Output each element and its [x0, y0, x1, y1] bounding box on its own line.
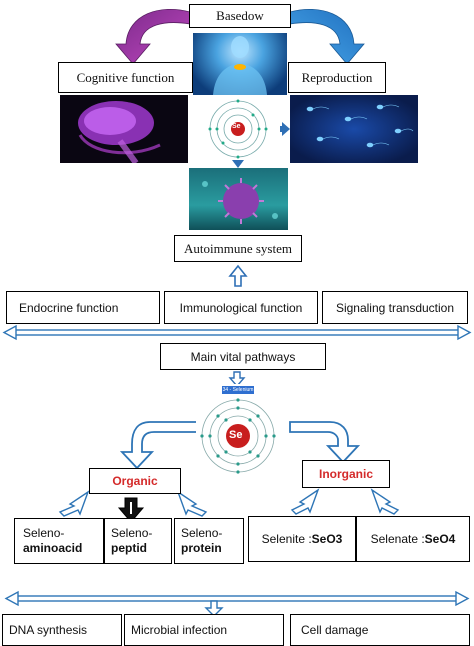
curved-arrow-to-reproduction	[289, 8, 365, 65]
arrow-up-to-autoimmune	[228, 264, 248, 287]
curved-arrow-to-organic	[119, 421, 201, 470]
dna-label: DNA synthesis	[9, 623, 88, 637]
dna-synthesis-box: DNA synthesis	[2, 614, 122, 646]
inorganic-box: Inorganic	[302, 460, 390, 488]
arrow-down-to-selenium	[228, 371, 246, 388]
curved-arrow-to-inorganic	[289, 421, 361, 464]
selenium-atom-image-top: Se	[196, 98, 280, 160]
selenate-prefix: Selenate :	[370, 532, 425, 546]
arrow-right-small	[274, 122, 290, 136]
microbial-infection-box: Microbial infection	[124, 614, 284, 646]
peptid-line2: peptid	[111, 541, 147, 555]
autoimmune-label: Autoimmune system	[184, 240, 292, 256]
virus-image	[189, 168, 288, 230]
peptid-line1: Seleno-	[111, 526, 153, 540]
seleno-protein-box: Seleno- protein	[174, 518, 244, 564]
atom-symbol-top: Se	[232, 123, 241, 130]
arrow-organic-to-peptid	[117, 497, 145, 523]
cognitive-function-box: Cognitive function	[58, 62, 193, 93]
organic-label: Organic	[112, 474, 158, 488]
sperm-cells-image	[290, 95, 418, 163]
immunological-label: Immunological function	[179, 300, 303, 315]
arrow-organic-to-aminoacid	[58, 490, 90, 517]
protein-line1: Seleno-	[181, 526, 223, 540]
selenate-formula: SeO4	[424, 532, 456, 546]
selenite-prefix: Selenite :	[261, 532, 312, 546]
virus-icon	[202, 178, 278, 224]
thyroid-body-image	[193, 33, 287, 95]
double-arrow-functions	[2, 324, 472, 341]
inorganic-label: Inorganic	[318, 467, 373, 481]
selenium-atom-image: 34 - Selenium Se	[196, 384, 280, 474]
cell-damage-box: Cell damage	[290, 614, 470, 646]
signaling-transduction-box: Signaling transduction	[322, 291, 468, 324]
arrow-inorganic-to-selenite	[290, 488, 320, 515]
reproduction-box: Reproduction	[288, 62, 386, 93]
selenium-header-text: 34 - Selenium	[222, 387, 254, 393]
selenate-box: Selenate :SeO4	[356, 516, 470, 562]
body-silhouette-icon	[213, 36, 267, 95]
arrow-inorganic-to-selenate	[370, 488, 400, 515]
sperm-icon	[306, 104, 414, 148]
organic-box: Organic	[89, 468, 181, 494]
curved-arrow-to-cognitive	[115, 8, 191, 65]
brain-image	[60, 95, 188, 163]
arrow-organic-to-protein	[176, 490, 208, 517]
arrow-down-small	[232, 153, 244, 168]
aminoacid-line1: Seleno-	[23, 526, 65, 540]
autoimmune-system-box: Autoimmune system	[174, 235, 302, 262]
atom-icon	[208, 99, 268, 159]
basedow-box: Basedow	[189, 4, 291, 28]
selenite-formula: SeO3	[311, 532, 343, 546]
main-vital-pathways-box: Main vital pathways	[160, 343, 326, 370]
reproduction-label: Reproduction	[301, 69, 373, 85]
immunological-function-box: Immunological function	[164, 291, 318, 324]
seleno-peptid-box: Seleno- peptid	[104, 518, 172, 564]
basedow-label: Basedow	[216, 8, 264, 23]
double-arrow-effects	[4, 590, 470, 617]
brain-icon	[78, 101, 161, 163]
microbial-label: Microbial infection	[131, 623, 228, 637]
selenium-atom-icon	[200, 398, 276, 474]
aminoacid-line2: aminoacid	[23, 541, 83, 555]
main-pathways-label: Main vital pathways	[190, 349, 296, 364]
endocrine-function-box: Endocrine function	[6, 291, 160, 324]
selenium-symbol: Se	[229, 429, 243, 441]
selenite-box: Selenite :SeO3	[248, 516, 356, 562]
protein-line2: protein	[181, 541, 222, 555]
cell-label: Cell damage	[301, 623, 369, 637]
signaling-label: Signaling transduction	[335, 300, 455, 315]
selenium-header: 34 - Selenium	[222, 386, 254, 394]
endocrine-label: Endocrine function	[19, 300, 119, 315]
cognitive-label: Cognitive function	[76, 69, 175, 85]
seleno-aminoacid-box: Seleno- aminoacid	[14, 518, 104, 564]
